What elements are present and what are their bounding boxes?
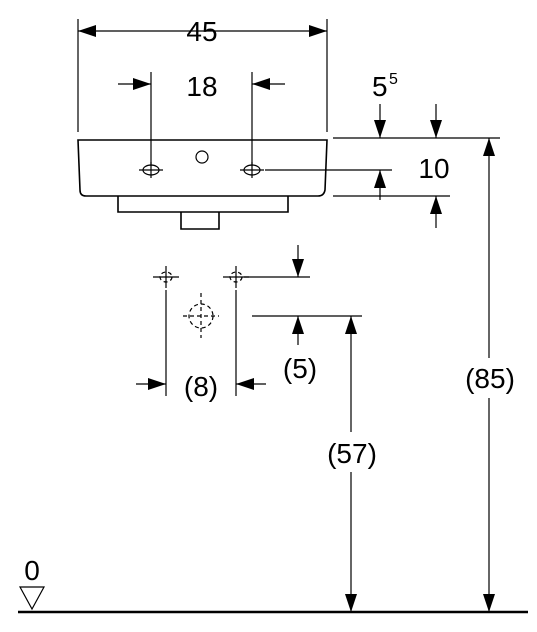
rim-height-label-bg — [456, 358, 522, 398]
supply-connections — [153, 266, 249, 338]
level-marker-icon — [18, 586, 46, 611]
dim-rim-height: (85) — [456, 138, 522, 612]
overflow-hole — [195, 150, 209, 164]
dim-overall-width: 45 — [77, 16, 328, 132]
dim-supply-offset: (5) — [244, 245, 362, 384]
waste-marker — [183, 293, 219, 338]
rim-thickness-superscript: 5 — [389, 71, 398, 88]
basin — [77, 139, 328, 230]
dim-tap-height: 10 — [265, 153, 450, 228]
supply-offset-label: (5) — [283, 353, 317, 384]
floor-reference: 0 — [18, 555, 528, 614]
dim-rim-thickness: 5 5 — [372, 71, 442, 138]
supply-spacing-label: (8) — [184, 371, 218, 402]
tap-height-label: 10 — [418, 153, 449, 184]
dim-supply-spacing: (8) — [136, 290, 266, 402]
waste-height-label-bg — [318, 432, 384, 472]
rim-thickness-label: 5 — [372, 71, 388, 102]
rim-height-label: (85) — [465, 363, 515, 394]
tap-spacing-label: 18 — [186, 71, 217, 102]
supply-left-marker — [153, 266, 179, 288]
dim-tap-spacing: 18 — [118, 71, 285, 166]
basin-bowl-bottom — [117, 196, 289, 213]
dim-waste-height: (57) — [318, 316, 384, 612]
waste-outlet — [180, 212, 220, 230]
overall-width-label: 45 — [186, 16, 217, 47]
floor-level-label: 0 — [24, 555, 40, 586]
basin-outline — [77, 139, 328, 197]
waste-height-label: (57) — [327, 438, 377, 469]
